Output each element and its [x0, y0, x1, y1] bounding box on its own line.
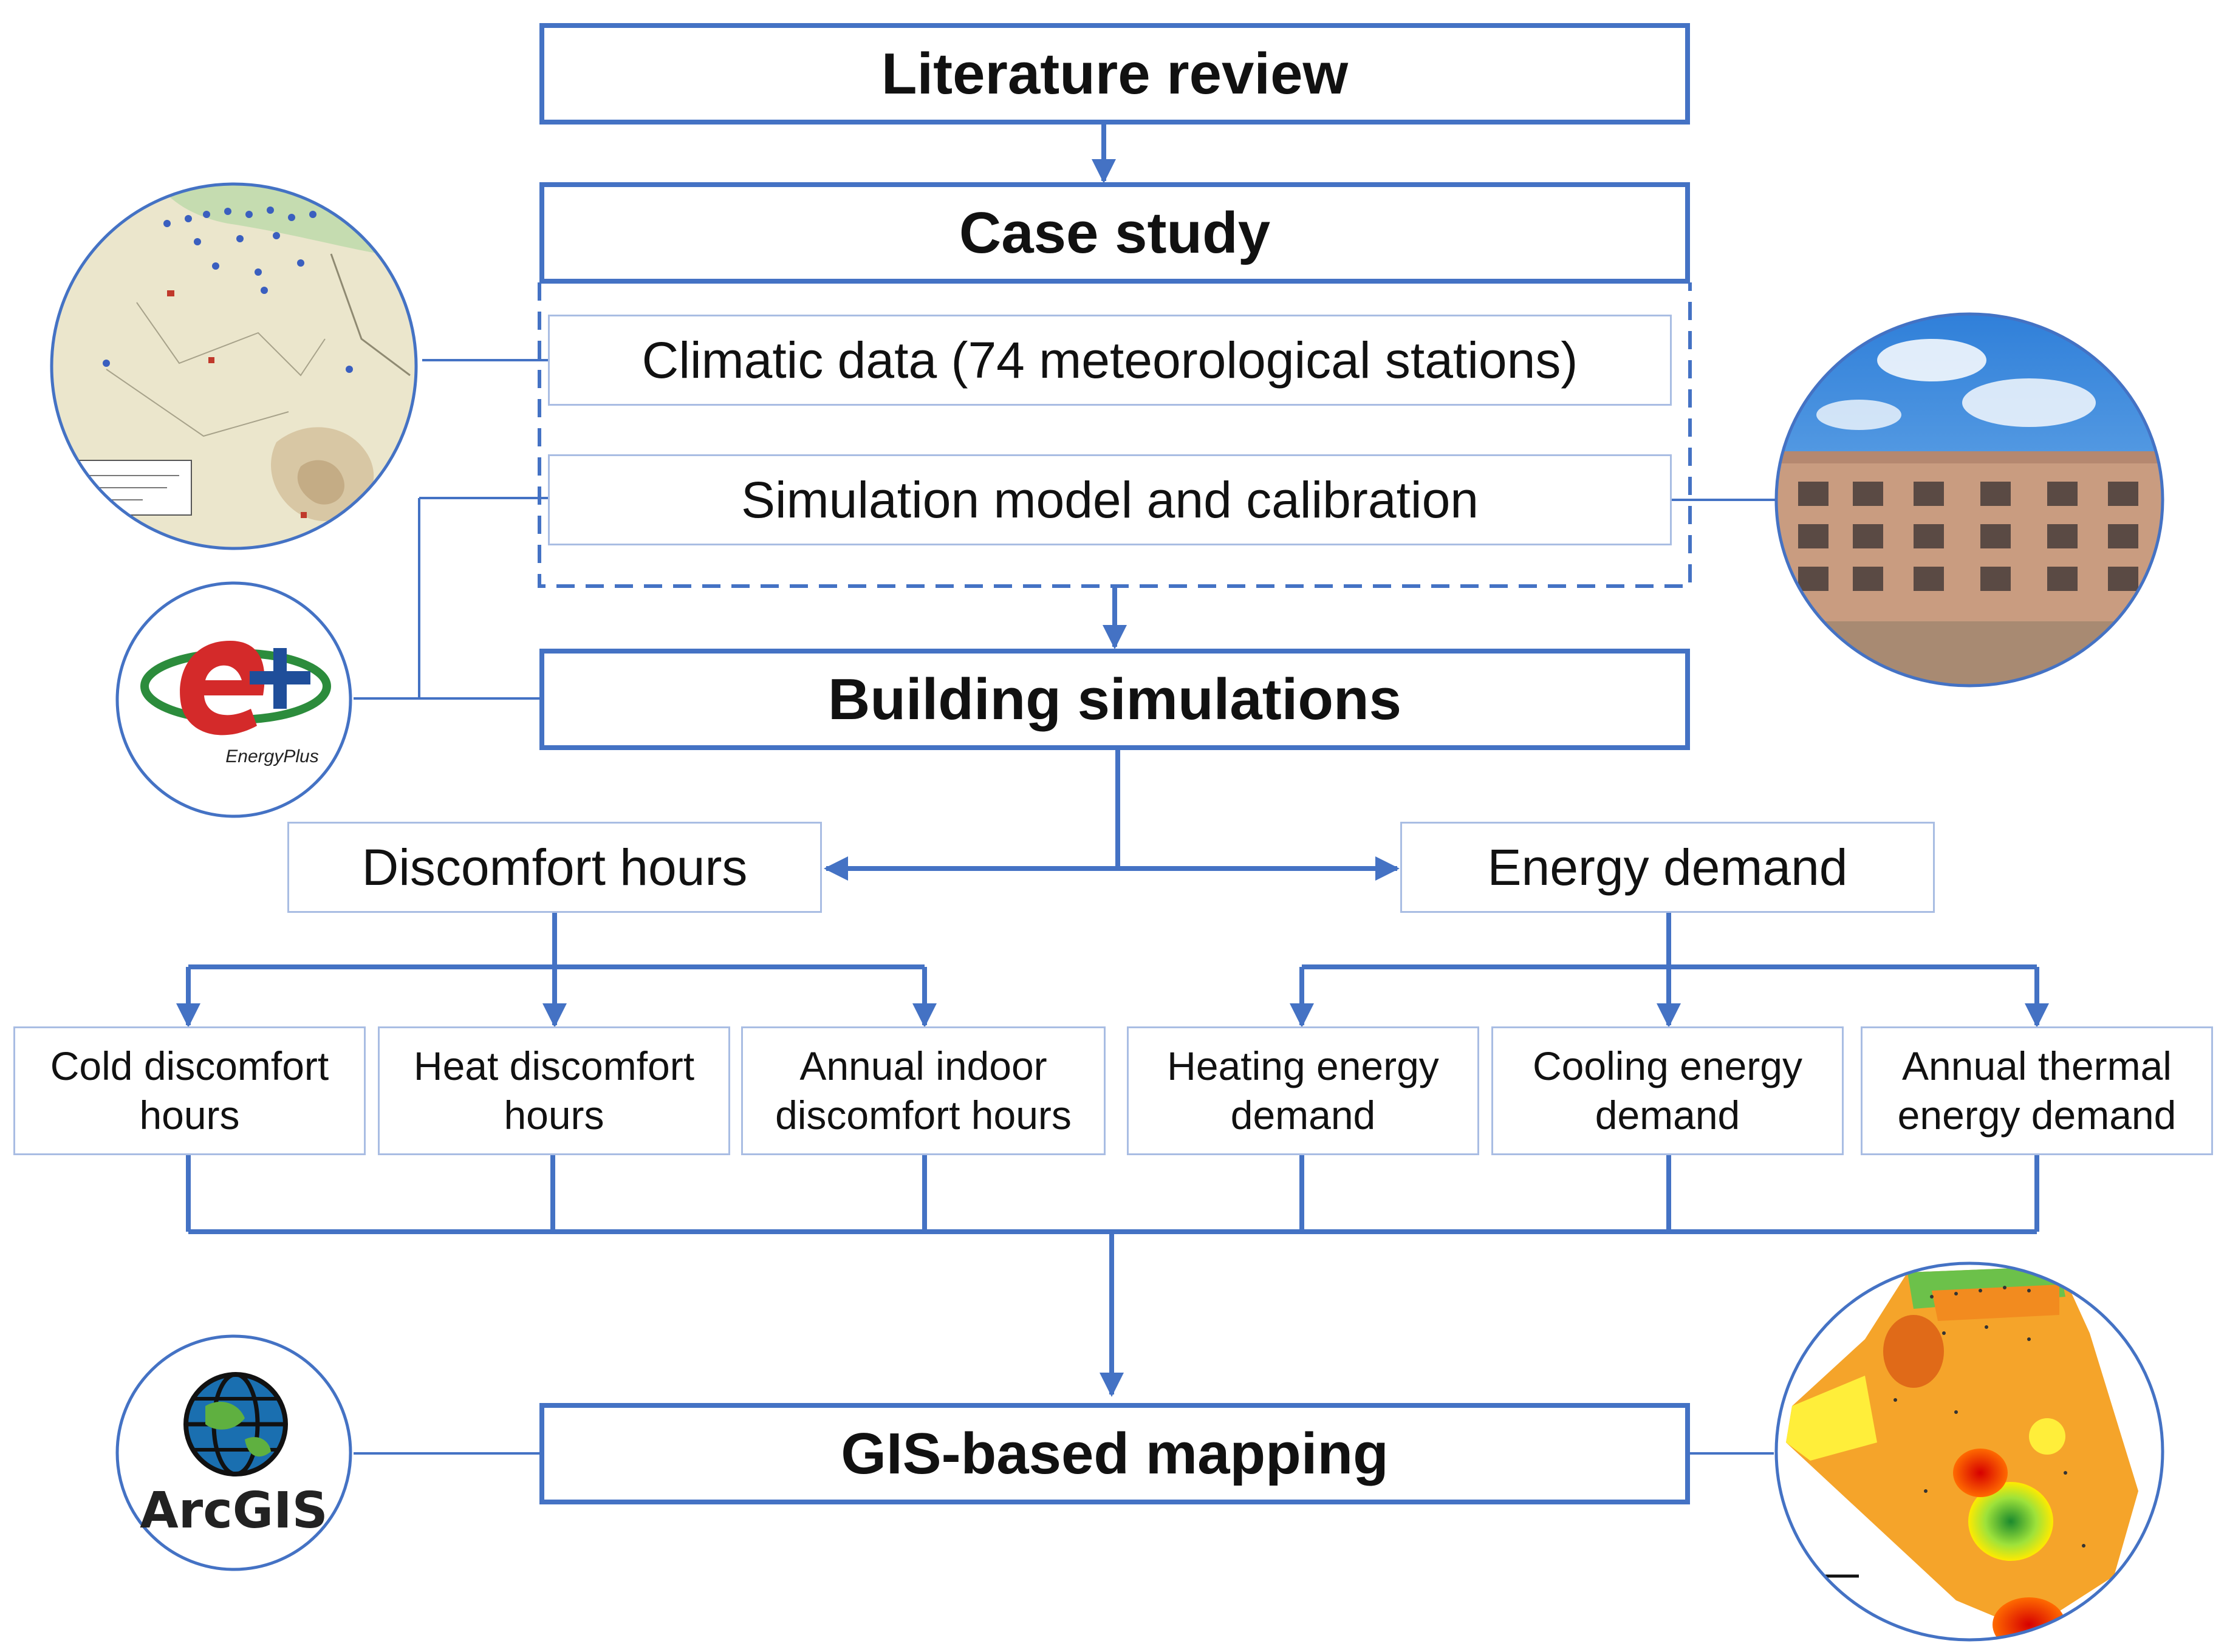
- energy-demand-label: Energy demand: [1487, 838, 1848, 896]
- case-study-label: Case study: [959, 200, 1271, 265]
- climatic-data-label: Climatic data (74 meteorological station…: [641, 331, 1578, 389]
- heating-energy-line2: demand: [1230, 1093, 1376, 1138]
- annual-indoor-line1: Annual indoor: [799, 1043, 1047, 1089]
- arcgis-logo-label: ArcGIS: [140, 1482, 327, 1540]
- gis-mapping-box: GIS-based mapping: [539, 1403, 1690, 1504]
- cooling-energy-line1: Cooling energy: [1533, 1043, 1802, 1089]
- discomfort-hours-box: Discomfort hours: [287, 822, 822, 913]
- heat-discomfort-line1: Heat discomfort: [413, 1043, 695, 1089]
- discomfort-hours-label: Discomfort hours: [361, 838, 748, 896]
- cold-discomfort-line2: hours: [139, 1093, 240, 1138]
- annual-thermal-line2: energy demand: [1897, 1093, 2177, 1138]
- annual-thermal-line1: Annual thermal: [1902, 1043, 2172, 1089]
- literature-review-label: Literature review: [881, 41, 1349, 106]
- building-simulations-box: Building simulations: [539, 649, 1690, 750]
- energyplus-logo-icon: EnergyPlus: [115, 581, 352, 818]
- cooling-energy-line2: demand: [1595, 1093, 1740, 1138]
- heat-discomfort-line2: hours: [504, 1093, 604, 1138]
- energyplus-logo-label: EnergyPlus: [225, 746, 318, 766]
- arcgis-logo-icon: ArcGIS: [115, 1334, 352, 1571]
- energy-demand-box: Energy demand: [1400, 822, 1935, 913]
- residential-building-photo-icon: [1774, 312, 2164, 688]
- simulation-model-label: Simulation model and calibration: [741, 471, 1479, 528]
- gis-mapping-label: GIS-based mapping: [841, 1421, 1389, 1486]
- building-simulations-label: Building simulations: [827, 666, 1401, 732]
- literature-review-box: Literature review: [539, 23, 1690, 125]
- gis-result-map-icon: [1774, 1261, 2164, 1642]
- case-study-dashed-group: [538, 282, 1692, 588]
- climatic-data-box: Climatic data (74 meteorological station…: [548, 315, 1672, 406]
- cold-discomfort-line1: Cold discomfort: [50, 1043, 329, 1089]
- annual-indoor-line2: discomfort hours: [775, 1093, 1072, 1138]
- algeria-station-map-icon: [50, 182, 418, 550]
- simulation-model-box: Simulation model and calibration: [548, 454, 1672, 545]
- heating-energy-line1: Heating energy: [1167, 1043, 1439, 1089]
- case-study-box: Case study: [539, 182, 1690, 284]
